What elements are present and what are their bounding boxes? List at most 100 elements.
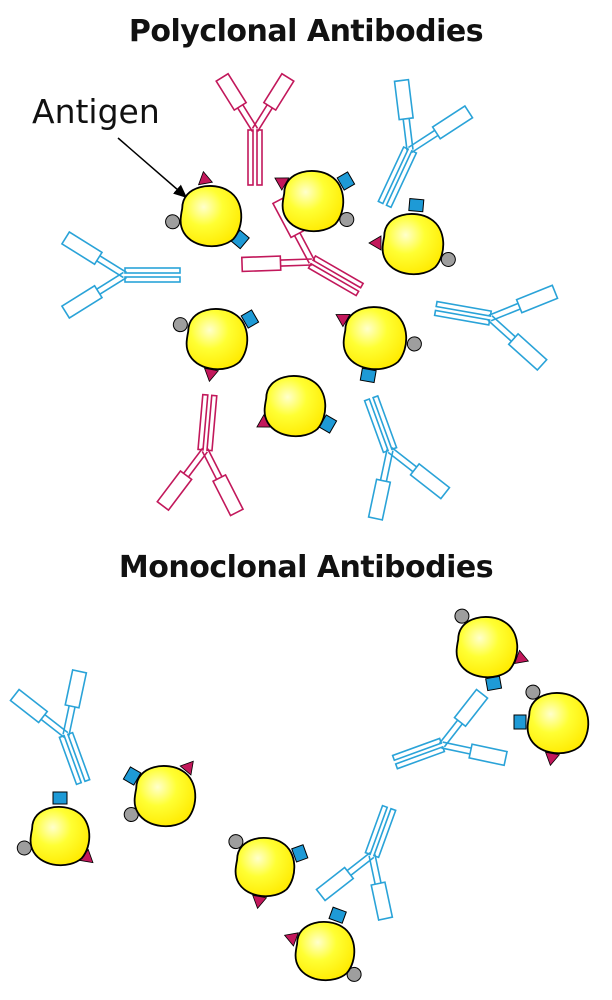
antibody-arm bbox=[439, 688, 489, 748]
antigen bbox=[228, 834, 309, 910]
antigen bbox=[368, 198, 456, 276]
monoclonal-title: Monoclonal Antibodies bbox=[118, 550, 494, 585]
blue-epitope bbox=[513, 714, 527, 730]
antigen-pointer-arrow bbox=[117, 137, 188, 198]
antibody-arm bbox=[407, 104, 474, 154]
antibody-stem bbox=[385, 149, 418, 209]
antigen bbox=[454, 608, 530, 692]
blue-antibody bbox=[60, 230, 181, 320]
antibody-arm bbox=[62, 669, 88, 736]
blue-epitope bbox=[485, 675, 503, 692]
magenta-epitope bbox=[203, 367, 220, 383]
gray-epitope bbox=[172, 317, 188, 333]
antigen-body bbox=[179, 185, 243, 248]
antibody-stem bbox=[391, 737, 443, 762]
blue-epitope bbox=[336, 171, 356, 191]
antigen-body bbox=[455, 616, 519, 679]
antigen-body bbox=[234, 836, 296, 898]
polyclonal-antibodies bbox=[60, 72, 559, 521]
magenta-epitope bbox=[179, 760, 194, 776]
magenta-epitope bbox=[252, 894, 268, 910]
blue-epitope bbox=[52, 791, 68, 805]
blue-antibody bbox=[315, 804, 397, 921]
magenta-epitope bbox=[368, 235, 382, 251]
antigen-label: Antigen bbox=[32, 92, 160, 131]
antigen-body bbox=[133, 765, 197, 828]
blue-antibody bbox=[9, 669, 91, 786]
antibody-stem bbox=[206, 394, 218, 452]
antigen bbox=[335, 306, 422, 384]
antibody-arm bbox=[368, 854, 394, 921]
antibody-stem bbox=[377, 145, 410, 205]
antibody-stem bbox=[372, 394, 398, 451]
antibody-stem bbox=[311, 254, 365, 289]
magenta-epitope bbox=[283, 932, 299, 947]
antibody-stem bbox=[307, 262, 360, 297]
polyclonal-antigens bbox=[165, 170, 456, 438]
antibody-stem bbox=[363, 397, 390, 454]
antibody-arm bbox=[387, 447, 451, 500]
polyclonal-title: Polyclonal Antibodies bbox=[128, 14, 484, 49]
blue-epitope bbox=[291, 844, 309, 863]
antigen-body bbox=[185, 308, 249, 371]
antigen bbox=[274, 170, 356, 233]
antibody-stem bbox=[394, 745, 446, 770]
antigen bbox=[172, 308, 260, 383]
antibody-stem bbox=[433, 309, 491, 326]
blue-epitope bbox=[408, 198, 425, 213]
antigen bbox=[283, 906, 362, 982]
antibody-stem bbox=[58, 734, 83, 786]
magenta-antibody bbox=[156, 393, 245, 517]
antibody-stem bbox=[435, 300, 493, 317]
antibody-arm bbox=[201, 448, 245, 517]
antigen-body bbox=[281, 170, 345, 233]
antibody-arm bbox=[393, 78, 415, 151]
antibody-stem bbox=[256, 129, 263, 186]
gray-epitope bbox=[406, 336, 422, 352]
antigen bbox=[256, 375, 338, 438]
antibody-arm bbox=[156, 447, 209, 512]
antibody-stem bbox=[247, 129, 254, 186]
gray-epitope bbox=[165, 214, 181, 230]
antibody-arm bbox=[315, 852, 375, 902]
antibody-arm bbox=[367, 449, 394, 521]
blue-epitope bbox=[240, 309, 260, 329]
antibody-arm bbox=[488, 284, 559, 322]
antibody-stem bbox=[372, 807, 397, 859]
antibody-stem bbox=[124, 276, 181, 283]
antibody-arm bbox=[9, 688, 69, 738]
antigen-body bbox=[29, 805, 91, 867]
blue-antibody bbox=[363, 394, 451, 521]
blue-antibody bbox=[391, 688, 508, 770]
magenta-epitope bbox=[544, 751, 561, 767]
blue-epitope bbox=[359, 367, 377, 384]
antibody-arm bbox=[487, 315, 548, 372]
antigen-body bbox=[263, 375, 327, 438]
blue-epitope bbox=[328, 906, 347, 924]
magenta-epitope bbox=[197, 170, 214, 186]
antibody-arm bbox=[251, 72, 295, 133]
blue-antibody bbox=[377, 78, 474, 209]
magenta-antibody bbox=[215, 72, 295, 186]
antigen-body bbox=[381, 213, 445, 276]
gray-epitope bbox=[454, 608, 470, 624]
antibody-arm bbox=[441, 741, 508, 767]
antibody-stem bbox=[66, 731, 91, 783]
monoclonal-antigens bbox=[16, 608, 590, 982]
magenta-antibody bbox=[240, 195, 365, 297]
monoclonal-antibodies bbox=[9, 669, 508, 921]
magenta-epitope bbox=[335, 314, 351, 328]
antigen-body bbox=[526, 692, 590, 755]
antibody-arm bbox=[60, 271, 128, 320]
gray-epitope bbox=[525, 684, 541, 700]
antigen-body bbox=[342, 306, 408, 371]
antibody-stem bbox=[124, 267, 181, 274]
antibody-arm bbox=[240, 255, 313, 273]
antigen-body bbox=[294, 920, 356, 982]
blue-antibody bbox=[433, 284, 559, 372]
antigen bbox=[165, 170, 250, 250]
antigen bbox=[16, 791, 94, 867]
antigen bbox=[513, 684, 590, 767]
antibody-stem bbox=[364, 804, 389, 856]
